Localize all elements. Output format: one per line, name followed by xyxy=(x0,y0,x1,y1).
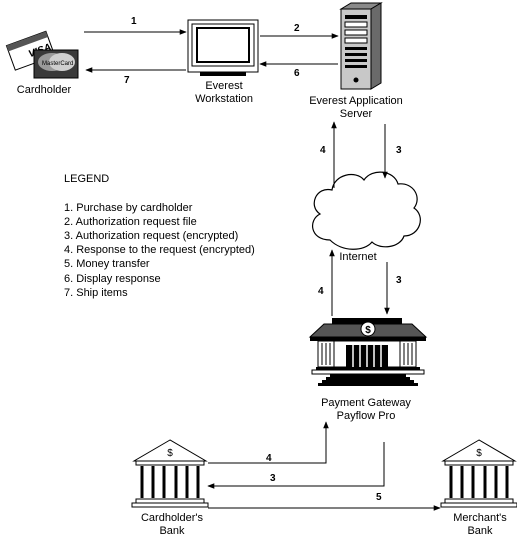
arrow-label-response-to-internet: 4 xyxy=(318,286,324,297)
legend-item: 3. Authorization request (encrypted) xyxy=(64,230,238,242)
legend-item: 2. Authorization request file xyxy=(64,216,197,228)
merchants-bank-icon: $ xyxy=(440,439,517,508)
arrow-auth-request-to-bank xyxy=(207,442,385,489)
app-server-label-line2: Server xyxy=(340,108,373,120)
arrow-label-purchase: 1 xyxy=(131,16,137,27)
arrow-label-display-response: 6 xyxy=(294,68,300,79)
cardholders-bank-icon: $ xyxy=(131,439,209,508)
merchants-bank-label-line2: Bank xyxy=(467,525,493,537)
dollar-sign: $ xyxy=(365,325,371,336)
workstation-label-line1: Everest xyxy=(205,80,242,92)
arrow-bank-response-to-gateway xyxy=(208,421,329,464)
arrow-label-bank-response-to-gateway: 4 xyxy=(266,453,272,464)
credit-cards-icon: VISA MasterCard xyxy=(5,30,79,79)
arrow-label-auth-request-to-internet: 3 xyxy=(396,145,402,156)
legend-item: 4. Response to the request (encrypted) xyxy=(64,244,255,256)
internet-label: Internet xyxy=(339,251,376,263)
svg-text:$: $ xyxy=(167,448,173,459)
arrow-label-money-transfer: 5 xyxy=(376,492,382,503)
legend: LEGEND 1. Purchase by cardholder 2. Auth… xyxy=(64,173,255,299)
arrow-label-ship-items: 7 xyxy=(124,75,130,86)
app-server-label-line1: Everest Application xyxy=(309,95,403,107)
merchants-bank-label-line1: Merchant's xyxy=(453,512,507,524)
server-tower-icon xyxy=(339,2,383,90)
workstation-monitor-icon xyxy=(187,19,259,76)
gateway-label-line2: Payflow Pro xyxy=(337,410,396,422)
internet-cloud-icon xyxy=(312,171,421,250)
legend-item: 7. Ship items xyxy=(64,287,128,299)
workstation-label-line2: Workstation xyxy=(195,93,253,105)
cardholder-label: Cardholder xyxy=(17,84,72,96)
arrow-label-response-to-server: 4 xyxy=(320,145,326,156)
arrow-label-auth-file: 2 xyxy=(294,23,300,34)
arrow-label-auth-request-to-bank: 3 xyxy=(270,473,276,484)
legend-item: 6. Display response xyxy=(64,273,161,285)
cardholders-bank-label-line2: Bank xyxy=(159,525,185,537)
payment-gateway-building-icon: $ xyxy=(308,318,428,386)
legend-item: 5. Money transfer xyxy=(64,258,150,270)
legend-title: LEGEND xyxy=(64,173,109,185)
cardholders-bank-label-line1: Cardholder's xyxy=(141,512,204,524)
legend-item: 1. Purchase by cardholder xyxy=(64,202,193,214)
svg-text:$: $ xyxy=(476,448,482,459)
gateway-label-line1: Payment Gateway xyxy=(321,397,411,409)
mastercard-logo: MasterCard xyxy=(42,61,73,67)
arrow-label-auth-request-to-gateway: 3 xyxy=(396,275,402,286)
